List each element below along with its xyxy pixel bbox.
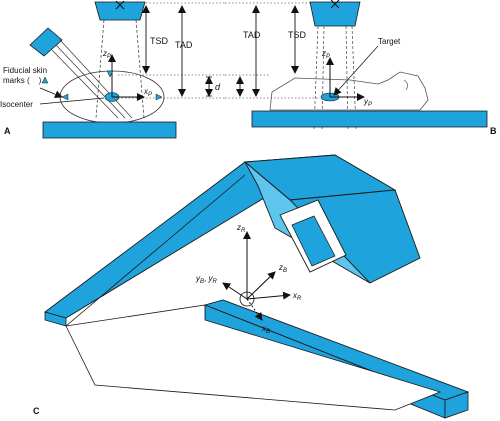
panel-a-zp-label: zP <box>102 49 111 60</box>
panel-b-yp-label: yP <box>363 97 372 108</box>
panel-a-beam-edge <box>135 19 145 119</box>
triangle-marker-icon <box>106 70 114 78</box>
panel-a-letter: A <box>4 126 11 136</box>
xr-label: xR <box>292 291 302 302</box>
triangle-marker-icon <box>41 76 49 84</box>
panel-b-tsd-label: TSD <box>288 30 307 40</box>
panel-a-oblique-beam-edge <box>59 39 133 119</box>
triangle-marker-icon <box>61 93 69 101</box>
panel-b-tad-label: TAD <box>243 30 261 40</box>
panel-b-couch <box>251 110 488 128</box>
yb-yr-label: yB, yR <box>195 274 217 285</box>
panel-a-oblique-beam-edge <box>55 44 126 119</box>
panel-b-gantry-head <box>309 1 361 27</box>
panel-a-fiducial-label-line2: marks () <box>3 76 42 85</box>
panel-b: zP yP Target TAD TSD B <box>225 0 497 136</box>
panel-a-isocenter-leader <box>39 97 105 105</box>
panel-a-tad-label: TAD <box>175 40 193 50</box>
panel-a: zP xP Fiducial skin marks () Isocenter T… <box>0 0 225 139</box>
triangle-marker-icon <box>155 93 163 101</box>
collimator-aperture <box>291 215 336 267</box>
xb-label: xB <box>261 324 270 335</box>
panel-a-tsd-label: TSD <box>150 36 169 46</box>
panel-a-fiducial-leader <box>39 87 63 99</box>
panel-a-gantry-head <box>94 1 146 21</box>
panel-a-couch <box>42 121 177 139</box>
panel-a-xp-label: xP <box>143 87 152 98</box>
zb-label: zB <box>278 263 287 274</box>
panel-b-zp-label: zP <box>321 49 330 60</box>
cross-mark-icon <box>330 0 340 9</box>
panel-b-target-label: Target <box>378 37 401 46</box>
panel-a-fiducial-label-line1: Fiducial skin <box>3 66 47 75</box>
cross-mark-icon <box>115 0 125 10</box>
panel-b-letter: B <box>490 126 497 136</box>
zb-axis <box>246 271 276 300</box>
couch-end <box>444 391 469 419</box>
yb-axis <box>222 282 248 300</box>
panel-a-beam-edge <box>95 19 105 119</box>
panel-b-patient-silhouette <box>269 71 429 111</box>
panel-c: zR xR zB yB, yR xB C <box>33 154 470 419</box>
panel-a-d-label: d <box>215 82 221 92</box>
xr-axis <box>246 291 291 300</box>
panel-b-target-leader <box>333 45 379 96</box>
zr-label: zR <box>236 223 246 234</box>
xb-axis <box>246 298 263 321</box>
panel-a-isocenter-label: Isocenter <box>0 100 33 109</box>
couch-base <box>65 304 442 411</box>
panel-c-letter: C <box>33 406 40 416</box>
panel-a-oblique-beam-edge <box>51 49 119 119</box>
panel-a-oblique-gantry-head <box>29 27 63 57</box>
